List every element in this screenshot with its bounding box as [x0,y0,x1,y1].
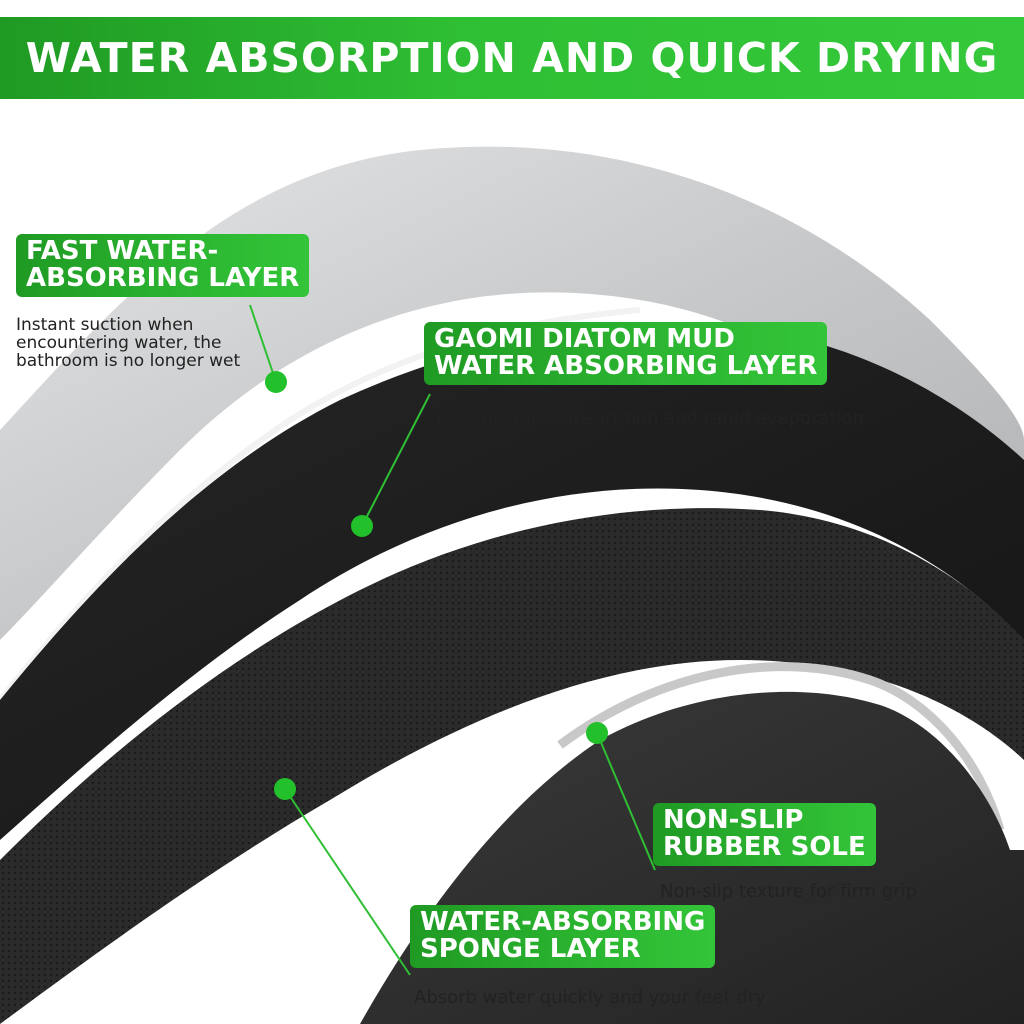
rubber-sole-edge [557,662,1005,832]
marker-dot-fast [265,371,287,393]
label-title-line: RUBBER SOLE [663,832,866,863]
header-banner: WATER ABSORPTION AND QUICK DRYING [0,17,1024,99]
label-title-line: SPONGE LAYER [420,934,641,965]
desc-line: Instant suction when [16,315,194,335]
label-title-line: FAST WATER- [26,236,219,266]
marker-dot-diatom [351,515,373,537]
label-title-line: ABSORBING LAYER [26,263,300,294]
leader-line-rubber [596,732,656,871]
desc-line: Non-slip texture for firm grip [660,881,918,902]
desc-fast-water-absorbing-layer: Instant suction when encountering water,… [16,315,241,371]
desc-non-slip-rubber-sole: Non-slip texture for firm grip [660,881,918,902]
page-title: WATER ABSORPTION AND QUICK DRYING [25,34,999,82]
leader-line-sponge [284,788,411,976]
label-water-absorbing-sponge-layer: WATER-ABSORBING SPONGE LAYER [410,905,716,968]
diatom-layer-shape [0,323,1024,840]
desc-line: bathroom is no longer wet [16,350,241,371]
marker-dot-sponge [274,778,296,800]
label-title-line: WATER ABSORBING LAYER [434,351,818,382]
desc-line: Absorb water quickly and your feet dry [414,987,766,1008]
label-title-line: GAOMI DIATOM MUD [434,324,735,354]
label-title-line: NON-SLIP [663,805,804,835]
desc-line: Instant water absorption and rapid evapo… [437,408,864,429]
label-title-line: WATER-ABSORBING [420,907,706,937]
desc-diatom-mud-layer: Instant water absorption and rapid evapo… [437,408,864,429]
label-diatom-mud-layer: GAOMI DIATOM MUD WATER ABSORBING LAYER [424,322,828,385]
desc-line: encountering water, the [16,332,222,353]
leader-line-diatom [361,393,431,527]
label-non-slip-rubber-sole: NON-SLIP RUBBER SOLE [653,803,876,866]
marker-dot-rubber [586,722,608,744]
sponge-layer-shape [0,508,1024,1024]
leader-line-fast [249,304,277,383]
desc-water-absorbing-sponge-layer: Absorb water quickly and your feet dry [414,987,766,1008]
label-fast-water-absorbing-layer: FAST WATER- ABSORBING LAYER [16,234,310,297]
